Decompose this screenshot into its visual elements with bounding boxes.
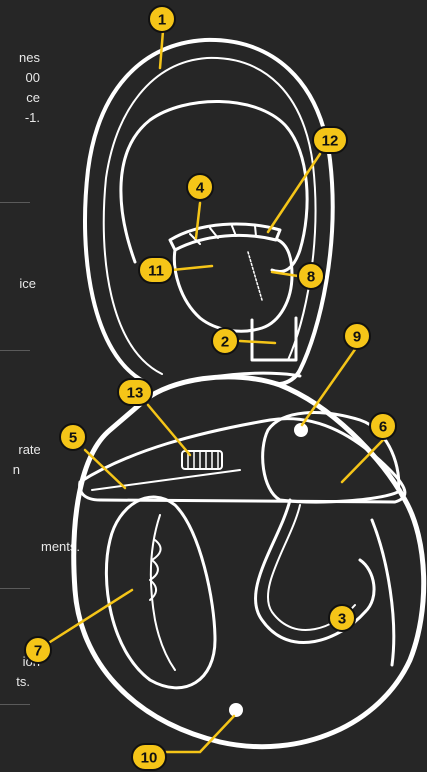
leader-line-5	[85, 450, 125, 488]
leader-line-1	[160, 31, 163, 68]
earbud-body	[174, 240, 292, 331]
leader-line-8	[272, 272, 298, 276]
earbud-stem	[252, 318, 296, 360]
callout-4: 4	[187, 174, 213, 200]
callout-label: 1	[158, 12, 166, 29]
bud-cradle	[106, 497, 215, 688]
case-slot	[92, 470, 240, 490]
callout-9: 9	[344, 323, 370, 349]
callout-2: 2	[212, 328, 238, 354]
earbud-seam	[248, 252, 262, 300]
callout-label: 13	[127, 385, 144, 402]
bottom-port	[229, 703, 243, 717]
callout-label: 8	[307, 269, 315, 286]
callout-8: 8	[298, 263, 324, 289]
callout-label: 5	[69, 430, 77, 447]
callout-label: 7	[34, 643, 42, 660]
case-lid	[80, 419, 405, 502]
leader-line-2	[240, 341, 275, 343]
callout-11: 11	[139, 257, 173, 283]
callout-10: 10	[132, 744, 166, 770]
callout-label: 6	[379, 419, 387, 436]
callout-label: 2	[221, 334, 229, 351]
callout-7: 7	[25, 637, 51, 663]
earbud-tip	[170, 224, 280, 250]
callout-12: 12	[313, 127, 347, 153]
leader-line-11	[172, 266, 212, 270]
callout-label: 9	[353, 329, 361, 346]
callout-13: 13	[118, 379, 152, 405]
callout-label: 10	[141, 750, 158, 767]
callout-label: 11	[148, 263, 164, 280]
top-loop-inner	[104, 58, 316, 374]
callout-label: 3	[338, 611, 346, 628]
leader-line-12	[268, 154, 320, 232]
callout-3: 3	[329, 605, 355, 631]
bud-cradle-edge	[151, 515, 175, 670]
leader-line-7	[50, 590, 132, 642]
callout-label: 12	[322, 133, 339, 150]
inner-window	[121, 101, 307, 271]
callout-5: 5	[60, 424, 86, 450]
callout-1: 1	[149, 6, 175, 32]
callout-label: 4	[196, 180, 205, 197]
leader-line-4	[196, 203, 200, 238]
callout-6: 6	[370, 413, 396, 439]
